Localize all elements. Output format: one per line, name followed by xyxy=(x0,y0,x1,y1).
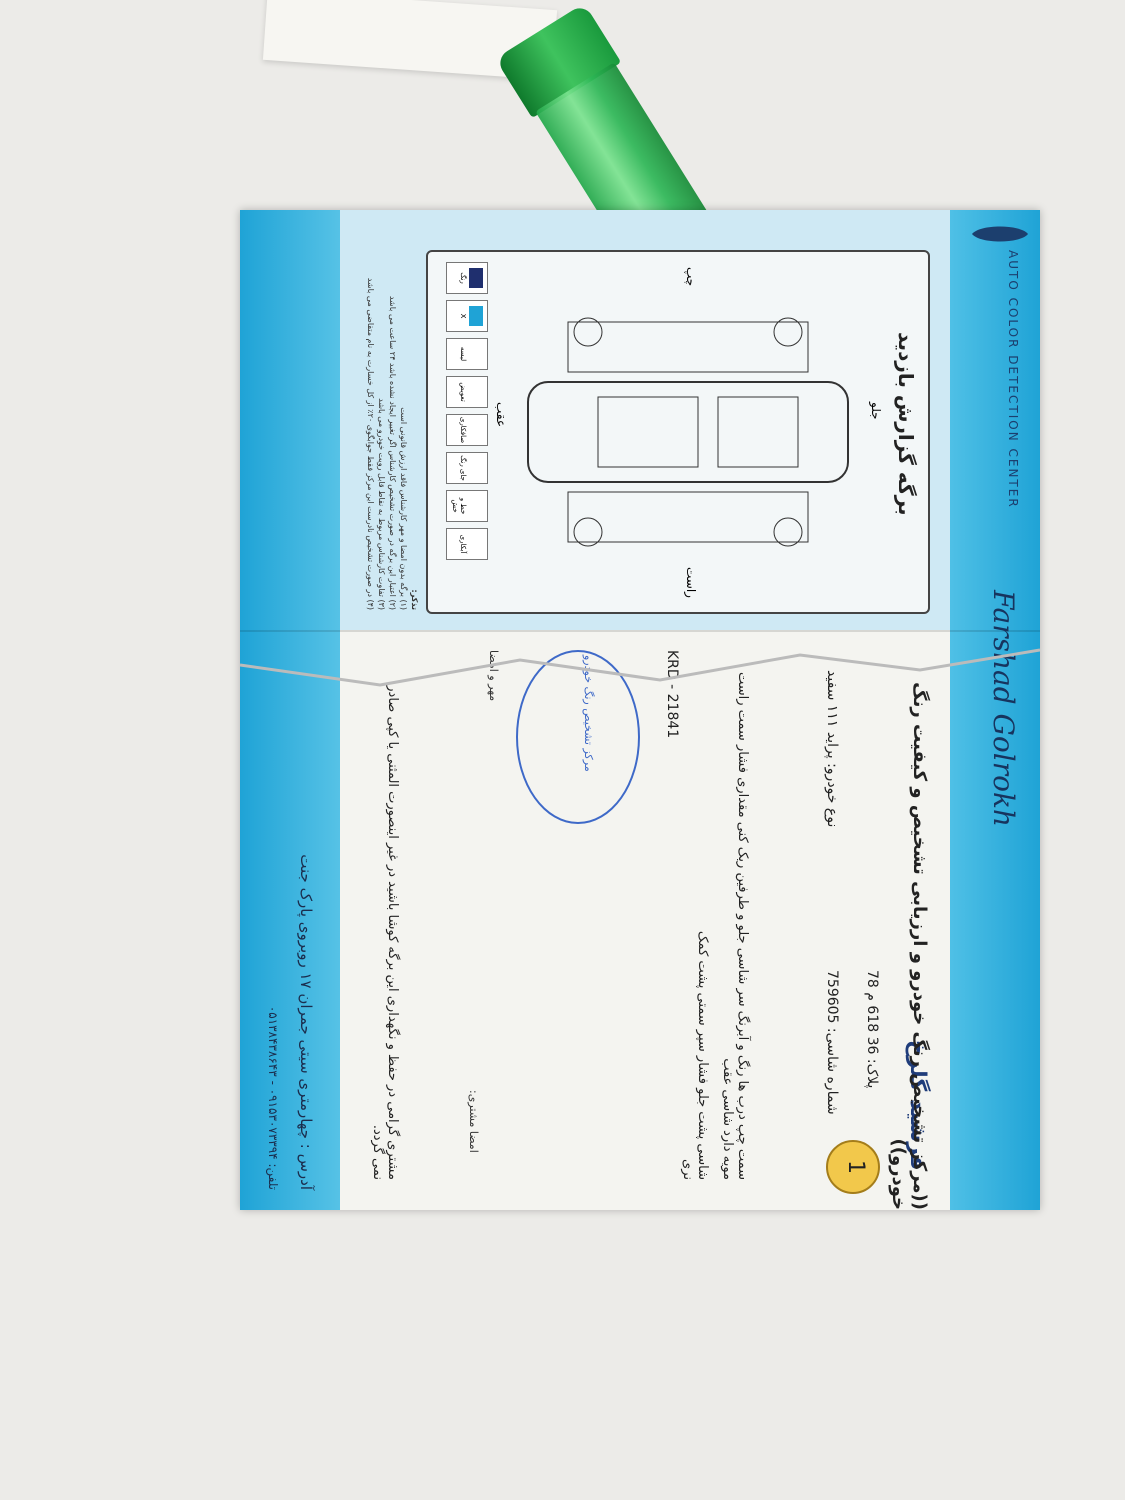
rank-medal-icon: 1 xyxy=(826,1140,880,1194)
brand-signature: Farshad Golrokh xyxy=(987,590,1020,827)
legend-item: لیسه xyxy=(446,338,488,370)
vehicle-type-label: نوع خودرو: xyxy=(824,763,840,828)
legend-item: صافکاری xyxy=(446,414,488,446)
note-item: (۲) اعتبار این برگه در صورت تشخیص کارشنا… xyxy=(388,295,397,610)
diagram-legend: رنگ X لیسه تعویض صافکاری جای رنگ خط و خش… xyxy=(446,262,488,560)
inspection-remark: سمت چپ درب ها رنگ و آبرنگ سر شاسی جلو و … xyxy=(720,671,750,1180)
legend-item: خط و خش xyxy=(446,490,488,522)
diagram-title: برگه گزارش بازدید xyxy=(894,332,918,516)
plate-field: پلاک: 36 618 م 78 xyxy=(864,970,880,1088)
label-right: راست xyxy=(684,567,698,598)
card-fold xyxy=(240,630,1040,632)
plate-value: 36 618 م 78 xyxy=(864,970,880,1055)
notes-title: تذکر: xyxy=(410,589,419,610)
inspection-report-card: AUTO COLOR DETECTION CENTER Farshad Golr… xyxy=(240,210,1040,1210)
legend-item: تعویض xyxy=(446,376,488,408)
customer-signature-label: امضا مشتری: xyxy=(467,1090,480,1153)
label-left: چپ xyxy=(684,267,698,287)
legend-item: رنگ xyxy=(446,262,488,294)
report-title: ((مرکز تشخیص رنگ خودرو و ارزیابی تشخیص و… xyxy=(888,682,930,1210)
brand-english: AUTO COLOR DETECTION CENTER xyxy=(1006,250,1020,509)
keep-notice: مشتری گرامی در حفظ و نگهداری این برگه کو… xyxy=(370,685,400,1180)
notes-block: تذکر: (۱) برگه بدون امضا و مهر کارشناس ف… xyxy=(350,250,420,610)
inspection-remark-2: شاسی پشت جلو فشار سپر سمتی پشت کمک نری xyxy=(680,930,710,1180)
chassis-field: شماره شاسی: 759605 xyxy=(824,970,840,1115)
car-outline-diagram xyxy=(527,317,849,547)
footer-address: آدرس : چهارمتری سیتی جمران ۱۷ روبروی پار… xyxy=(297,854,315,1190)
vehicle-diagram-box: برگه گزارش بازدید جلو عقب چپ راست رنگ X … xyxy=(426,250,930,614)
legend-item: جای رنگ xyxy=(446,452,488,484)
plate-label: پلاک: xyxy=(864,1058,880,1089)
label-front: جلو xyxy=(869,402,883,420)
note-item: (۴) در صورت تشخیص نادرست این مرکز فقط جو… xyxy=(366,277,375,610)
paper-tear xyxy=(240,648,1040,687)
note-item: (۳) تفاوت کارشناس مربوط به نقاط قابل روی… xyxy=(377,398,386,610)
note-item: (۱) برگه بدون امضا و مهر کارشناس فاقد ار… xyxy=(399,407,408,610)
card-bottom-band xyxy=(240,210,340,1210)
car-logo-icon xyxy=(972,226,1028,242)
legend-item: آبکاری xyxy=(446,528,488,560)
chassis-value: 759605 xyxy=(824,970,840,1024)
chassis-label: شماره شاسی: xyxy=(824,1027,840,1115)
footer-phone: تلفن: ۰۹۱۵۳۰۷۳۳۹۴ - ۰۵۱۳۸۴۳۸۶۴۳ xyxy=(266,1005,280,1190)
label-rear: عقب xyxy=(494,402,508,428)
legend-item: X xyxy=(446,300,488,332)
